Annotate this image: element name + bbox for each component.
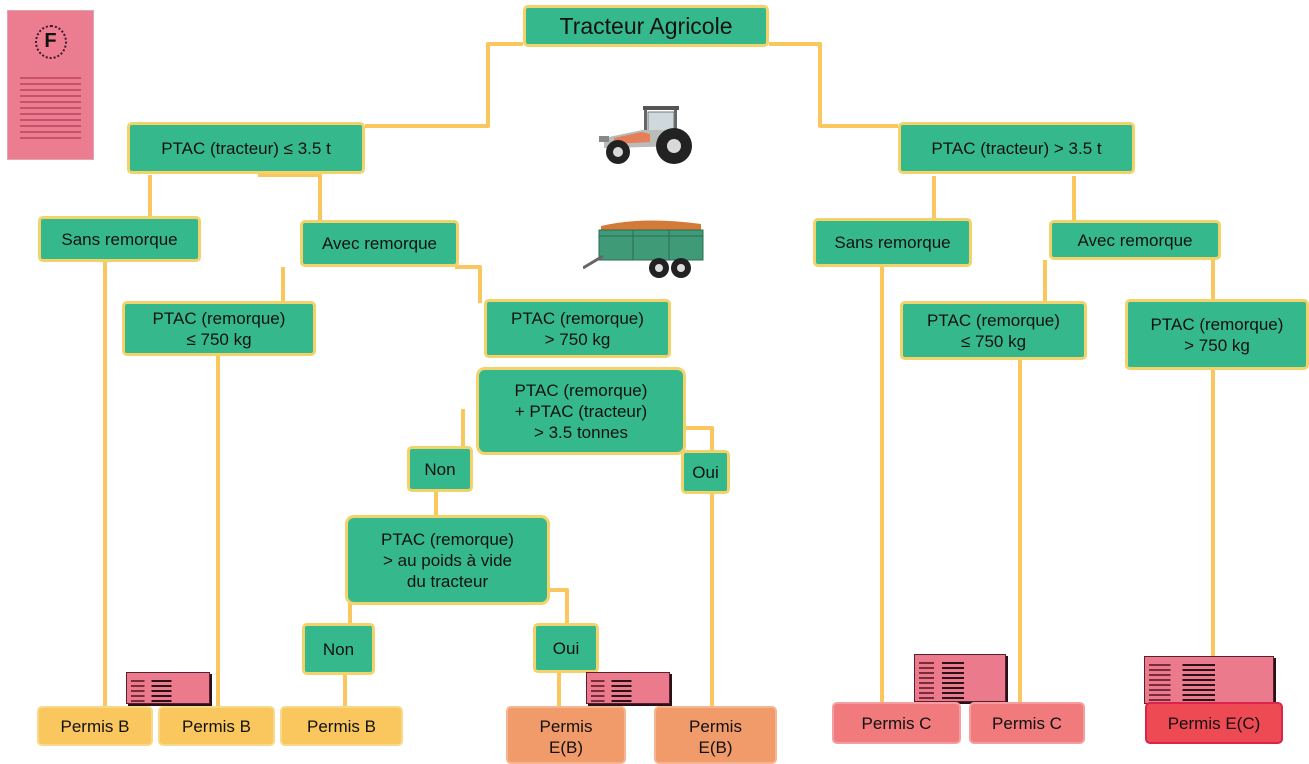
node-oui-1: Oui [681, 450, 730, 494]
permit-c-card-icon [914, 654, 1006, 702]
node-remorque-gt-poids-vide: PTAC (remorque) > au poids à vide du tra… [345, 515, 550, 605]
trailer-icon [583, 220, 704, 278]
node-right-remorque-gt-750: PTAC (remorque) > 750 kg [1125, 299, 1309, 370]
tractor-icon [599, 106, 692, 164]
result-permis-eb-2: Permis E(B) [654, 706, 777, 764]
licence-text-lines [20, 73, 81, 143]
node-left-remorque-gt-750: PTAC (remorque) > 750 kg [484, 299, 671, 358]
driving-licence-card-icon: F [7, 10, 94, 160]
node-right-remorque-le-750: PTAC (remorque) ≤ 750 kg [900, 301, 1087, 360]
node-right-sans-remorque: Sans remorque [813, 218, 972, 267]
result-permis-b-2: Permis B [158, 706, 275, 746]
node-non-2: Non [302, 623, 375, 675]
node-non-1: Non [407, 446, 473, 492]
root-node-title: Tracteur Agricole [523, 5, 769, 47]
node-ptac-tracteur-le-3-5: PTAC (tracteur) ≤ 3.5 t [127, 122, 365, 174]
result-permis-c-2: Permis C [969, 702, 1085, 744]
result-permis-ec: Permis E(C) [1145, 702, 1283, 744]
licence-country-letter: F [44, 30, 57, 52]
result-permis-b-3: Permis B [280, 706, 403, 746]
result-permis-eb-1: Permis E(B) [506, 706, 626, 764]
node-left-remorque-le-750: PTAC (remorque) ≤ 750 kg [122, 301, 316, 356]
result-permis-b-1: Permis B [37, 706, 153, 746]
node-right-avec-remorque: Avec remorque [1049, 220, 1221, 260]
node-left-avec-remorque: Avec remorque [300, 220, 459, 267]
permit-ec-card-icon [1144, 656, 1274, 704]
node-ptac-tracteur-gt-3-5: PTAC (tracteur) > 3.5 t [898, 122, 1135, 174]
node-sum-ptac-gt-3-5: PTAC (remorque) + PTAC (tracteur) > 3.5 … [476, 367, 686, 455]
node-left-sans-remorque: Sans remorque [38, 216, 201, 262]
permit-b-card-icon [126, 672, 210, 704]
permit-eb-card-icon [586, 672, 670, 704]
node-oui-2: Oui [533, 623, 599, 673]
eu-stars-emblem [35, 25, 67, 59]
result-permis-c-1: Permis C [832, 702, 961, 744]
